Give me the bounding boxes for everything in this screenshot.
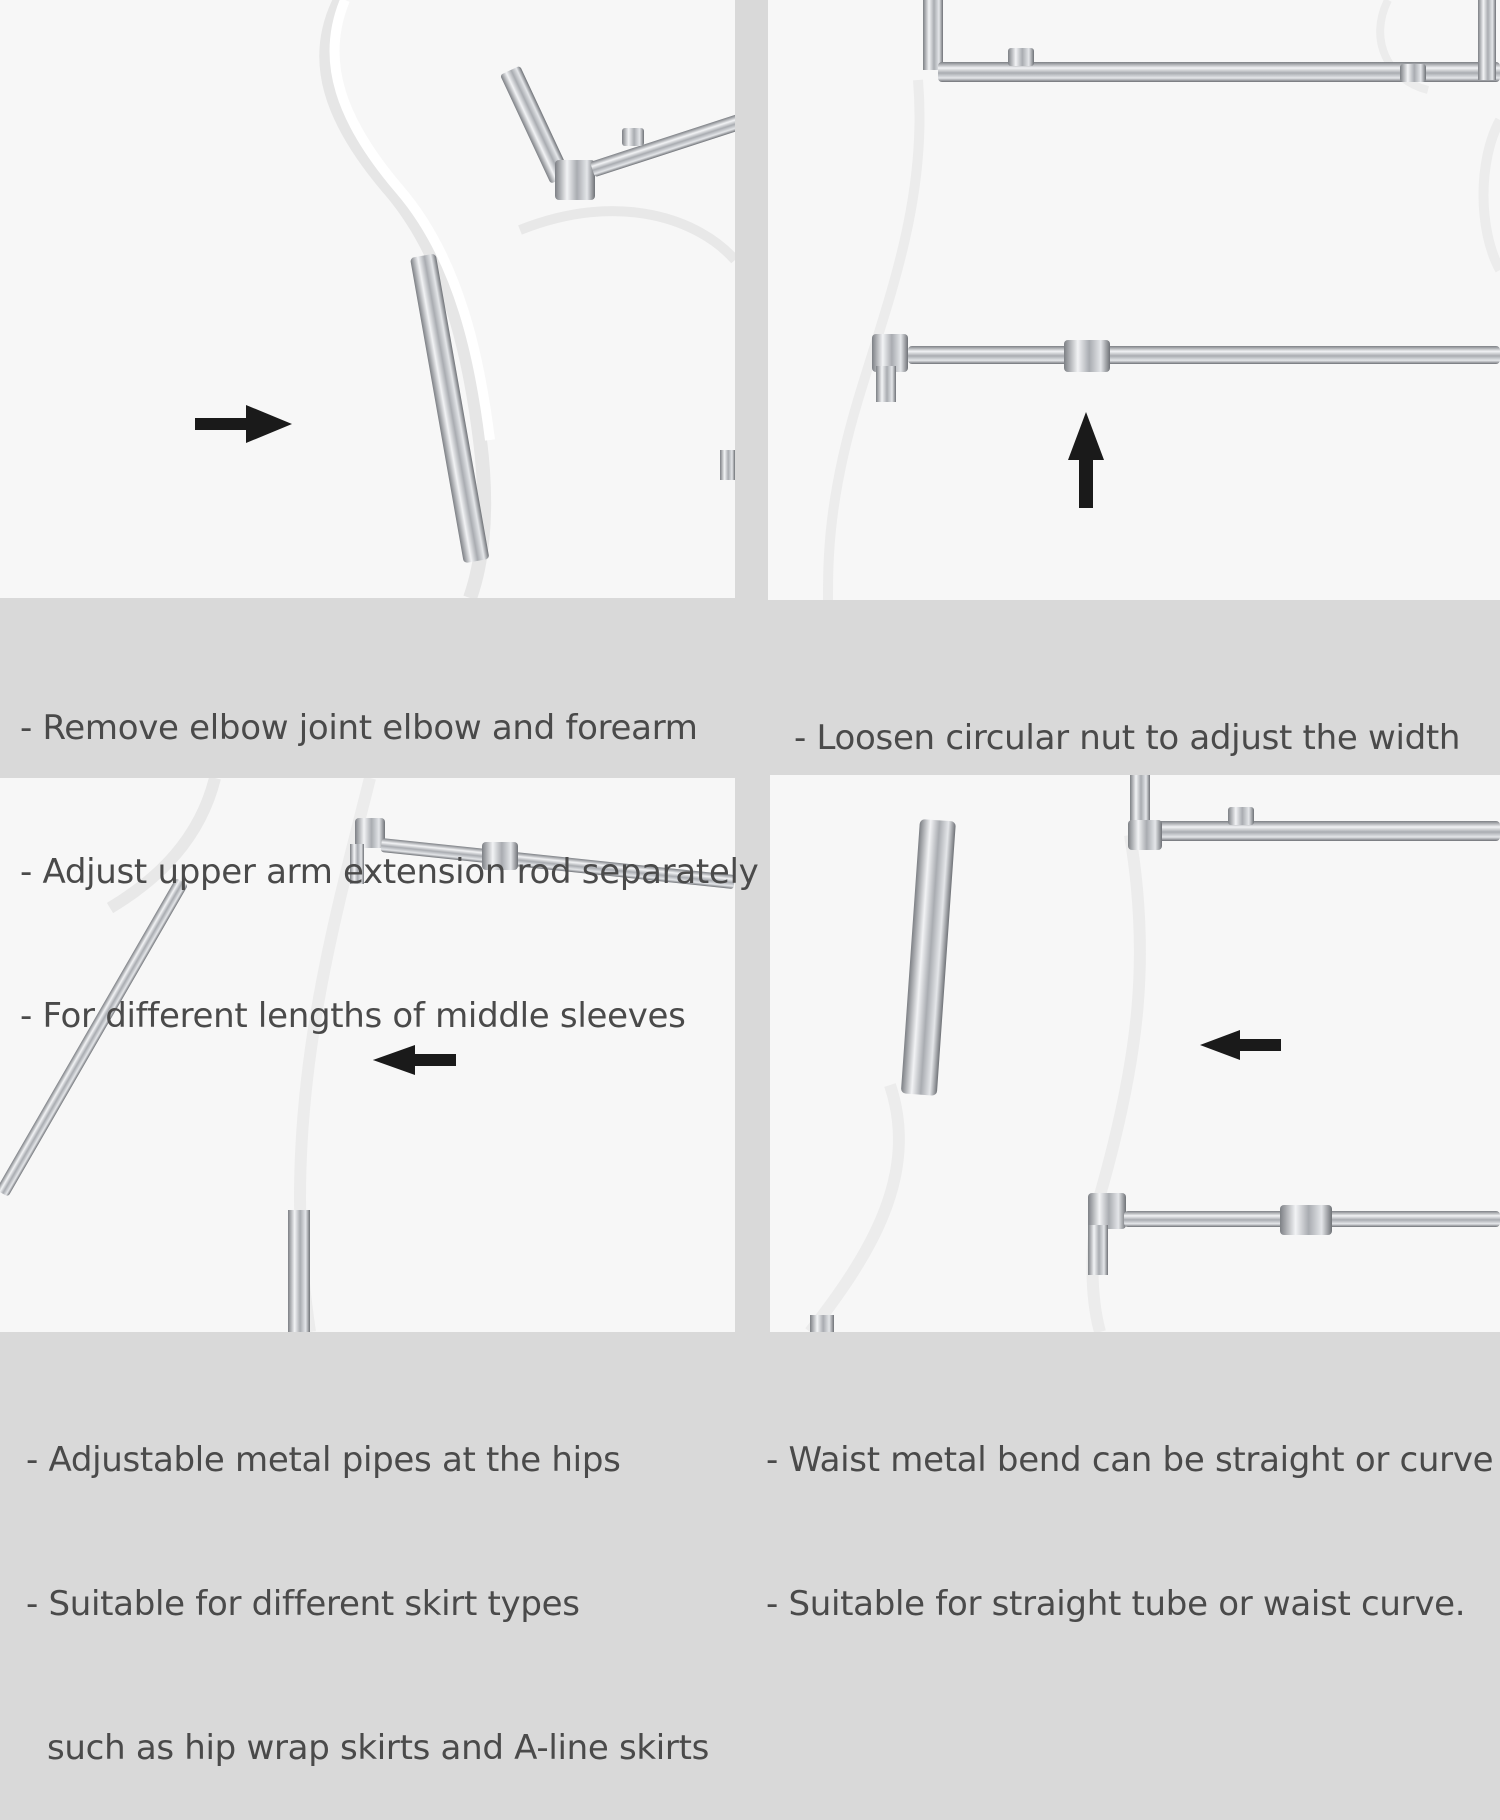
shoulder-bar [1128,775,1500,850]
caption-elbow-joint: - Remove elbow joint elbow and forearm -… [20,608,759,1088]
photo-elbow-joint [0,0,735,598]
waist-metal-bend [901,819,956,1096]
waist-bar [872,334,1500,402]
caption-line: - Waist metal bend can be straight or cu… [766,1440,1494,1480]
arrow-left-icon [1200,1030,1281,1060]
caption-line: - Remove elbow joint elbow and forearm [20,708,698,748]
caption-line: - Loosen circular nut to adjust the widt… [794,718,1461,758]
caption-line: - For different lengths of middle sleeve… [20,996,686,1036]
diagonal-rod [0,879,188,1196]
caption-line: - Adjustable metal pipes at the hips [26,1440,621,1480]
arrow-up-icon [1068,412,1104,508]
arrow-right-icon [195,405,292,443]
upper-arm-rod [500,66,570,183]
caption-line: such as hip wrap skirts and A-line skirt… [26,1728,710,1768]
photo-hip-pipes [0,778,735,1332]
photo-waist-bend [770,775,1500,1332]
photo-circular-nut [768,0,1500,600]
caption-line: - Suitable for different skirt types [26,1584,580,1624]
caption-hip-pipes: - Adjustable metal pipes at the hips - S… [26,1340,709,1820]
elbow-joint [555,110,735,200]
caption-waist-bend: - Waist metal bend can be straight or cu… [766,1340,1494,1676]
hip-bar [1088,1193,1500,1275]
caption-circular-nut: - Loosen circular nut to adjust the widt… [794,618,1460,810]
caption-line: - Suitable for straight tube or waist cu… [766,1584,1466,1624]
shoulder-bar [923,0,1500,82]
forearm-rod [410,254,489,563]
arrow-left-icon [373,1045,456,1075]
caption-line: - Adjust upper arm extension rod separat… [20,852,759,892]
hip-bar [350,818,735,889]
